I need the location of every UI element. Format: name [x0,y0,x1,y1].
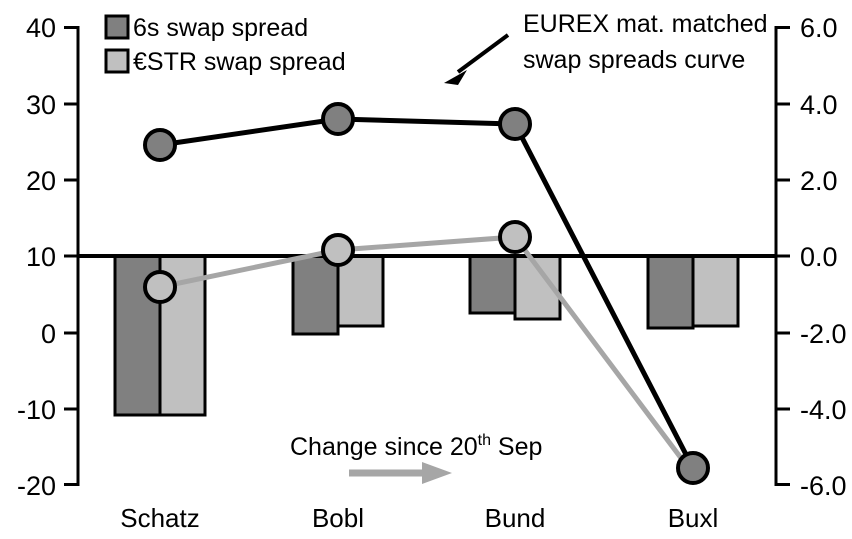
bar-group-buxl [646,254,740,330]
cat-label-bund: Bund [485,503,546,533]
right-tick-m6: -6.0 [800,471,847,501]
eurex-marker-buxl [676,451,710,485]
cat-label-bobl: Bobl [312,503,364,533]
left-tick-40: 40 [26,13,56,43]
right-tick-m2: -2.0 [800,319,847,349]
eurex-marker-schatz [143,128,177,162]
bar-6s-bund [468,254,517,315]
eurex-marker-bobl [321,102,355,136]
change-note-arrow-head [422,462,452,484]
right-tick-m4: -4.0 [800,395,847,425]
annotation-eurex-curve: EUREX mat. matched swap spreads curve [444,10,768,85]
bar-6s-bobl [291,254,340,336]
eurex-marker-bund [498,107,532,141]
cat-label-schatz: Schatz [120,503,200,533]
left-tick-0: 0 [41,319,56,349]
right-tick-4: 4.0 [800,90,838,120]
eurex-note-line1: EUREX mat. matched [523,10,768,38]
eurex-note-arrow-shaft [456,33,510,74]
left-tick-20: 20 [26,166,56,196]
left-tick-m10: -10 [17,395,56,425]
right-tick-6: 6.0 [800,13,838,43]
legend: 6s swap spread €STR swap spread [104,14,346,76]
change-marker-bobl [321,233,355,267]
change-line-path [159,234,695,476]
bar-estr-bobl [336,254,385,328]
series-eurex-swap-spreads [143,102,710,485]
change-marker-bund [498,220,532,254]
change-note-superscript: th [478,432,491,449]
left-axis: 40 30 20 10 0 -10 -20 [17,13,80,501]
right-axis: 6.0 4.0 2.0 0.0 -2.0 -4.0 -6.0 [774,13,847,501]
right-tick-0: 0.0 [800,242,838,272]
series-change-since-sep [143,220,695,476]
bar-group-bobl [291,254,385,336]
left-tick-m20: -20 [17,471,56,501]
change-note-suffix: Sep [491,433,542,461]
annotation-change-since: Change since 20th Sep [290,432,542,484]
legend-swatch-6s [104,14,130,40]
bar-group-bund [468,254,562,321]
eurex-note-line2: swap spreads curve [523,46,745,74]
left-tick-30: 30 [26,90,56,120]
change-note-prefix: Change since 20 [290,433,478,461]
cat-label-buxl: Buxl [668,503,719,533]
category-axis-labels: Schatz Bobl Bund Buxl [120,503,718,533]
right-tick-2: 2.0 [800,166,838,196]
bar-6s-buxl [646,254,695,330]
eurex-line-path [159,116,696,470]
change-note-text: Change since 20th Sep [290,432,542,461]
legend-label-estr: €STR swap spread [133,48,346,76]
legend-label-6s: 6s swap spread [133,14,308,42]
bar-estr-buxl [691,254,740,328]
change-marker-schatz [143,270,177,304]
legend-swatch-estr [104,48,130,74]
eurex-note-arrow-head [444,70,467,85]
left-tick-10: 10 [26,242,56,272]
